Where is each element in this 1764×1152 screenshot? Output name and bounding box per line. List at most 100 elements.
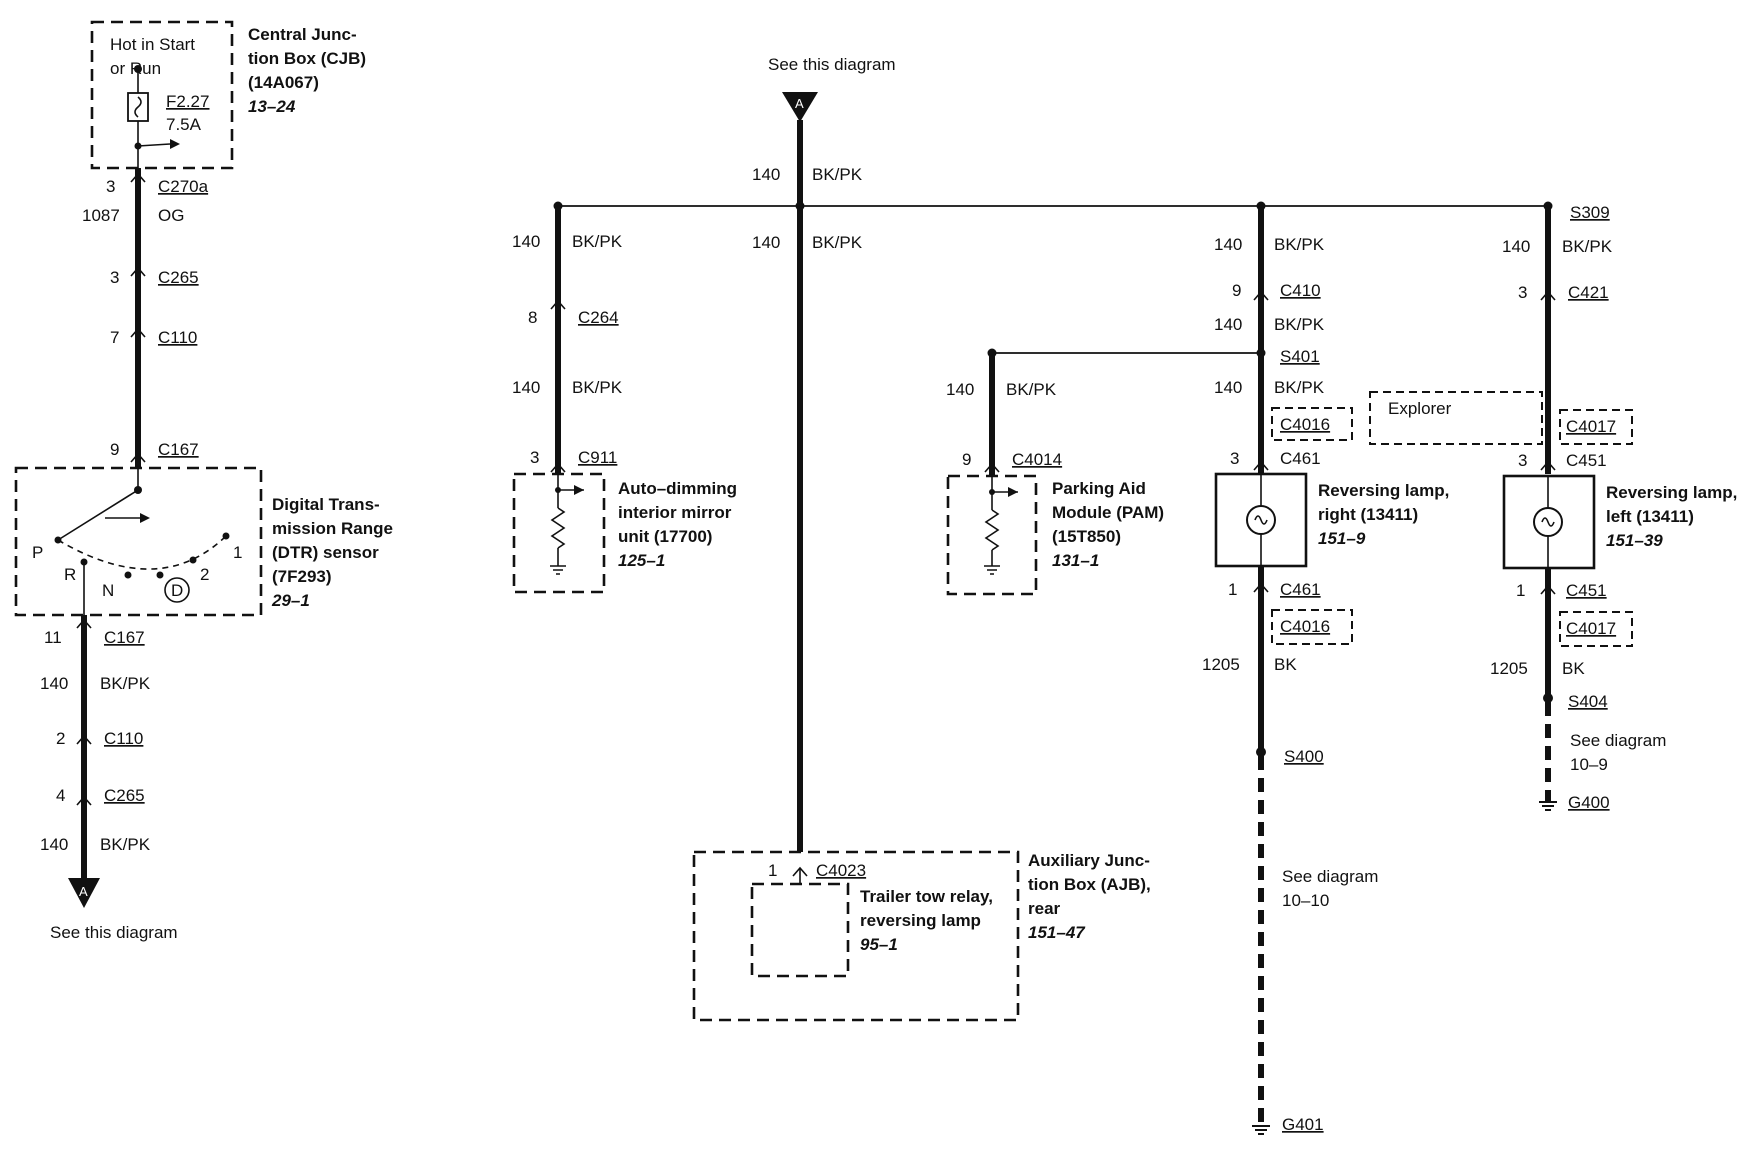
circuit-140-left2: 140 bbox=[40, 835, 68, 854]
circuit-1205-leftlamp: 1205 bbox=[1490, 659, 1528, 678]
c270a-pin: 3 bbox=[106, 177, 115, 196]
cjb-name2: tion Box (CJB) bbox=[248, 49, 366, 68]
ground-icon bbox=[984, 565, 1000, 575]
see-diagram-left2[interactable]: 10–9 bbox=[1570, 755, 1608, 774]
mirror-unit-outline bbox=[512, 472, 606, 594]
c421-label: C421 bbox=[1568, 283, 1609, 302]
dtr-ref: 29–1 bbox=[271, 591, 310, 610]
dtr-d: D bbox=[171, 581, 183, 600]
circuit-140-pam: 140 bbox=[946, 380, 974, 399]
c451b-pin: 1 bbox=[1516, 581, 1525, 600]
see-diagram-right1[interactable]: See diagram bbox=[1282, 867, 1378, 886]
circuit-1087: 1087 bbox=[82, 206, 120, 225]
relay-name1: Trailer tow relay, bbox=[860, 887, 993, 906]
connector-chevron-icon bbox=[1540, 290, 1556, 301]
resistor-icon bbox=[984, 509, 1000, 551]
color-bkpk-leftlamp: BK/PK bbox=[1562, 237, 1613, 256]
color-bk-right: BK bbox=[1274, 655, 1297, 674]
c265b-pin: 4 bbox=[56, 786, 65, 805]
color-bkpk-mirror: BK/PK bbox=[572, 232, 623, 251]
c4017-label: C4017 bbox=[1566, 417, 1616, 436]
c461b-pin: 1 bbox=[1228, 580, 1237, 599]
dtr-name2: mission Range bbox=[272, 519, 393, 538]
connector-chevron-icon bbox=[76, 795, 92, 806]
connector-a-triangle-icon[interactable] bbox=[782, 92, 818, 122]
c451-pin: 3 bbox=[1518, 451, 1527, 470]
connector-chevron-icon bbox=[130, 266, 146, 277]
relay-name2: reversing lamp bbox=[860, 911, 981, 930]
c461-pin: 3 bbox=[1230, 449, 1239, 468]
lamp-left-name1: Reversing lamp, bbox=[1606, 483, 1737, 502]
c911-pin: 3 bbox=[530, 448, 539, 467]
ajb-name2: tion Box (AJB), bbox=[1028, 875, 1151, 894]
dtr-p: P bbox=[32, 543, 43, 562]
pam-ref: 131–1 bbox=[1052, 551, 1099, 570]
circuit-140-mirror: 140 bbox=[512, 232, 540, 251]
cjb-ref: 13–24 bbox=[248, 97, 296, 116]
c4014-label: C4014 bbox=[1012, 450, 1062, 469]
c264-pin: 8 bbox=[528, 308, 537, 327]
lamp-right-ref: 151–9 bbox=[1318, 529, 1366, 548]
connector-a-triangle-icon[interactable] bbox=[68, 878, 100, 908]
ajb-ref: 151–47 bbox=[1028, 923, 1086, 942]
s404-label: S404 bbox=[1568, 692, 1608, 711]
c167-label: C167 bbox=[158, 440, 199, 459]
circuit-140-right2: 140 bbox=[1214, 315, 1242, 334]
dtr-n: N bbox=[102, 581, 114, 600]
explorer-variant: Explorer bbox=[1369, 391, 1543, 445]
g401-label: G401 bbox=[1282, 1115, 1324, 1134]
circuit-140-center-mid: 140 bbox=[752, 233, 780, 252]
see-this-diagram-top[interactable]: See this diagram bbox=[768, 55, 896, 74]
cjb-terminal-dot bbox=[134, 65, 142, 73]
arrow-right-icon bbox=[574, 485, 584, 495]
connector-chevron-icon bbox=[550, 299, 566, 310]
c410-pin: 9 bbox=[1232, 281, 1241, 300]
drive-circle-icon bbox=[164, 577, 190, 603]
color-bkpk-center-mid: BK/PK bbox=[812, 233, 863, 252]
connector-chevron-icon bbox=[130, 172, 146, 183]
cjb-part: (14A067) bbox=[248, 73, 319, 92]
connector-chevron-icon bbox=[1253, 582, 1269, 593]
c110-pin: 7 bbox=[110, 328, 119, 347]
see-diagram-left1[interactable]: See diagram bbox=[1570, 731, 1666, 750]
ground-icon bbox=[1252, 1125, 1270, 1135]
connector-chevron-icon bbox=[550, 462, 566, 473]
color-bkpk-left: BK/PK bbox=[100, 674, 151, 693]
pam-name3: (15T850) bbox=[1052, 527, 1121, 546]
arrow-right-icon bbox=[140, 513, 150, 523]
ajb-outline bbox=[692, 850, 1020, 1022]
circuit-140-left: 140 bbox=[40, 674, 68, 693]
circuit-140-right: 140 bbox=[1214, 235, 1242, 254]
s309-label: S309 bbox=[1570, 203, 1610, 222]
pam-branch: 140 BK/PK 9 C4014 Parking Aid Module (PA… bbox=[946, 348, 1261, 596]
circuit-140-leftlamp: 140 bbox=[1502, 237, 1530, 256]
dtr-sensor: P R N D 2 1 Digital Trans- mission Range… bbox=[14, 466, 393, 617]
c4014-pin: 9 bbox=[962, 450, 971, 469]
ajb-name1: Auxiliary Junc- bbox=[1028, 851, 1150, 870]
connector-chevron-icon bbox=[130, 452, 146, 463]
right-lamp-branch: 140 BK/PK 9 C410 140 BK/PK S401 140 BK/P… bbox=[1202, 206, 1449, 1135]
arrow-right-icon bbox=[170, 139, 180, 149]
lamp-left-name2: left (13411) bbox=[1606, 507, 1694, 526]
circuit-140-center-top: 140 bbox=[752, 165, 780, 184]
connector-chevron-icon bbox=[1253, 290, 1269, 301]
c451-label: C451 bbox=[1566, 451, 1607, 470]
c110-label: C110 bbox=[158, 328, 197, 347]
mirror-branch: 140 BK/PK 8 C264 140 BK/PK 3 C911 Auto–d… bbox=[512, 206, 737, 594]
cjb-name1: Central Junc- bbox=[248, 25, 357, 44]
see-diagram-right2[interactable]: 10–10 bbox=[1282, 891, 1329, 910]
color-bkpk-center-top: BK/PK bbox=[812, 165, 863, 184]
lamp-right-name1: Reversing lamp, bbox=[1318, 481, 1449, 500]
ground-icon bbox=[550, 565, 566, 575]
resistor-icon bbox=[550, 507, 566, 549]
see-this-diagram-left[interactable]: See this diagram bbox=[50, 923, 178, 942]
connector-chevron-icon bbox=[984, 462, 1000, 473]
c265-pin: 3 bbox=[110, 268, 119, 287]
connector-a-label-left: A bbox=[79, 884, 88, 899]
dtr-2: 2 bbox=[200, 565, 209, 584]
central-junction-box: Hot in Start or Run F2.27 7.5A Central J… bbox=[90, 20, 366, 170]
ajb-name3: rear bbox=[1028, 899, 1061, 918]
circuit-140-right3: 140 bbox=[1214, 378, 1242, 397]
c167b-label: C167 bbox=[104, 628, 145, 647]
dtr-name3: (DTR) sensor bbox=[272, 543, 379, 562]
